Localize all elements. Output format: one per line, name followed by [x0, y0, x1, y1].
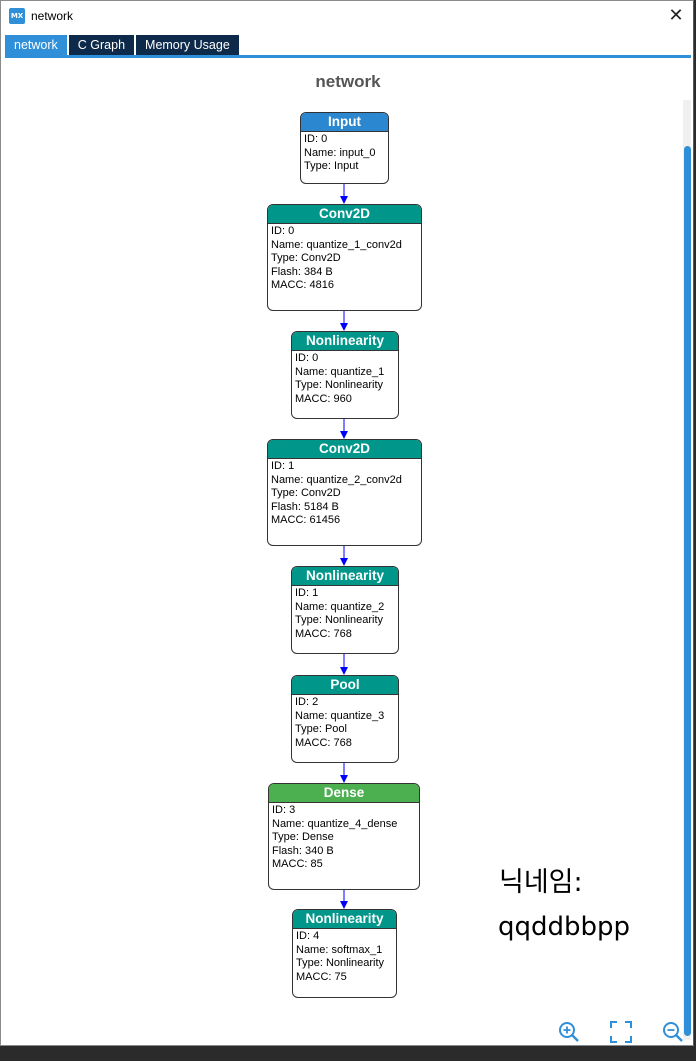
node-detail-line: Name: softmax_1 — [296, 943, 383, 956]
node-header: Nonlinearity — [292, 567, 398, 586]
node-detail-line: MACC: 85 — [272, 858, 323, 871]
node-detail-line: Type: Conv2D — [271, 252, 341, 265]
node-detail-line: MACC: 768 — [295, 736, 352, 749]
tab-network[interactable]: network — [5, 35, 67, 55]
node-header: Nonlinearity — [293, 910, 396, 929]
tab-memory-usage[interactable]: Memory Usage — [136, 35, 239, 55]
node-detail-line: MACC: 768 — [295, 627, 352, 640]
node-detail-line: Type: Dense — [272, 831, 334, 844]
node-detail-line: Type: Nonlinearity — [295, 614, 384, 627]
node-header: Nonlinearity — [292, 332, 398, 351]
node-detail-line: Name: quantize_1 — [295, 365, 385, 378]
node-detail-line: ID: 0 — [295, 352, 319, 364]
nickname-value: qqddbbpp — [498, 912, 631, 942]
graph-edges — [340, 184, 348, 909]
node-detail-line: Name: input_0 — [304, 146, 376, 159]
app-logo-icon: MX — [9, 8, 25, 24]
graph-title: network — [315, 72, 381, 91]
node-detail-line: ID: 1 — [295, 587, 319, 599]
edge-arrowhead — [340, 323, 348, 331]
node-detail-line: ID: 3 — [272, 804, 296, 816]
node-detail-line: Name: quantize_1_conv2d — [271, 238, 402, 251]
node-detail-line: Type: Pool — [295, 723, 347, 736]
node-detail-line: Flash: 340 B — [272, 844, 334, 857]
edge-arrowhead — [340, 431, 348, 439]
node-detail-line: Type: Nonlinearity — [296, 957, 385, 970]
node-header: Input — [301, 113, 388, 132]
node-detail-line: Flash: 5184 B — [271, 500, 339, 513]
node-detail-line: MACC: 61456 — [271, 514, 341, 527]
edge-arrowhead — [340, 775, 348, 783]
node-detail-line: Type: Input — [304, 160, 359, 173]
node-detail-line: ID: 0 — [271, 225, 295, 237]
taskbar-strip — [0, 1046, 696, 1061]
node-detail-line: Name: quantize_4_dense — [272, 817, 398, 830]
node-header: Pool — [292, 676, 398, 695]
node-detail-line: Name: quantize_2 — [295, 600, 385, 613]
tab-underline — [5, 55, 691, 58]
scrollbar-thumb[interactable] — [684, 146, 691, 1036]
title-bar: MX network ✕ — [1, 1, 693, 32]
zoom-out-icon[interactable] — [661, 1020, 685, 1044]
edge-arrowhead — [340, 196, 348, 204]
node-detail-line: ID: 0 — [304, 133, 328, 145]
node-header: Dense — [269, 784, 419, 803]
node-detail-line: Type: Nonlinearity — [295, 379, 384, 392]
node-detail-line: ID: 2 — [295, 696, 319, 708]
node-detail-line: ID: 1 — [271, 460, 295, 472]
node-detail-line: MACC: 960 — [295, 392, 352, 405]
zoom-in-icon[interactable] — [557, 1020, 581, 1044]
nickname-label: 닉네임: — [499, 867, 583, 898]
node-header: Conv2D — [268, 440, 421, 459]
close-button[interactable]: ✕ — [668, 5, 684, 26]
edge-arrowhead — [340, 667, 348, 675]
node-detail-line: MACC: 4816 — [271, 279, 334, 292]
node-detail-line: MACC: 75 — [296, 970, 347, 983]
window-title: network — [31, 9, 74, 23]
tab-c-graph[interactable]: C Graph — [68, 35, 135, 55]
node-detail-line: Name: quantize_3 — [295, 709, 385, 722]
node-header: Conv2D — [268, 205, 421, 224]
edge-arrowhead — [340, 558, 348, 566]
edge-arrowhead — [340, 901, 348, 909]
node-detail-line: Type: Conv2D — [271, 487, 341, 500]
node-detail-line: ID: 4 — [296, 930, 320, 942]
tab-bar: network C Graph Memory Usage — [5, 35, 241, 55]
node-detail-line: Flash: 384 B — [271, 265, 333, 278]
fit-screen-icon[interactable] — [609, 1020, 633, 1044]
node-detail-line: Name: quantize_2_conv2d — [271, 473, 402, 486]
